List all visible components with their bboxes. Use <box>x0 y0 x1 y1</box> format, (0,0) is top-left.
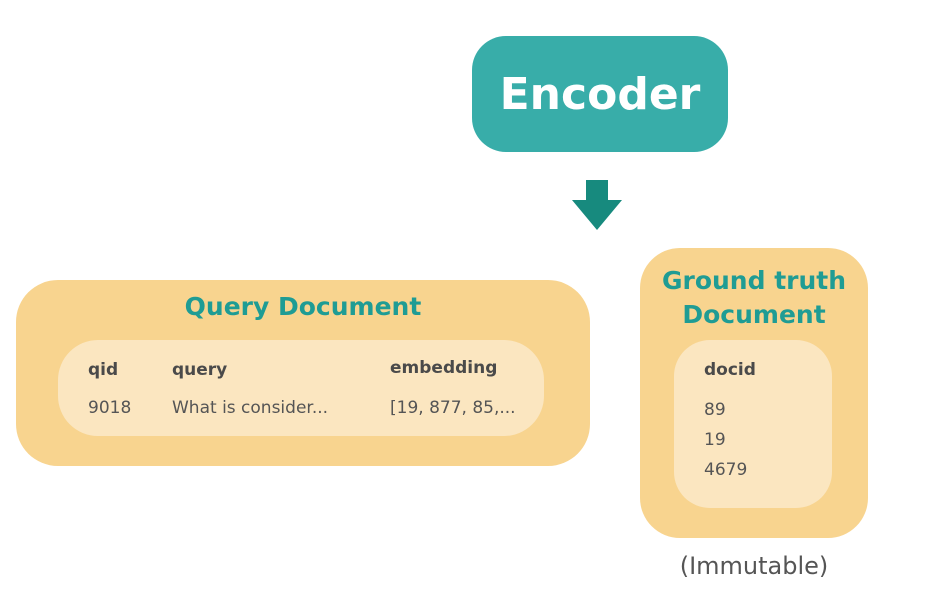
column-header-qid: qid <box>88 360 119 380</box>
cell-docid-1: 89 <box>704 400 726 420</box>
cell-docid-3: 4679 <box>704 460 748 480</box>
cell-docid-2: 19 <box>704 430 726 450</box>
cell-embedding: [19, 877, 85,... <box>390 398 516 418</box>
ground-truth-title-line2: Document <box>682 300 826 329</box>
query-document-title: Query Document <box>184 292 422 321</box>
down-arrow-icon <box>572 180 622 230</box>
encoder-label: Encoder <box>499 68 701 120</box>
ground-truth-title-line1: Ground truth <box>661 266 847 295</box>
ground-truth-document-box: Ground truth Document docid 89 19 4679 <box>640 248 868 538</box>
ground-truth-document-title: Ground truth Document <box>640 264 868 332</box>
query-document-box: Query Document qid query embedding 9018 … <box>16 280 590 466</box>
column-header-embedding: embedding <box>390 358 498 378</box>
immutable-caption: (Immutable) <box>679 552 829 580</box>
ground-truth-table: docid 89 19 4679 <box>674 340 832 508</box>
cell-query: What is consider... <box>172 398 329 418</box>
encoder-box: Encoder <box>472 36 728 152</box>
column-header-docid: docid <box>704 360 756 380</box>
column-header-query: query <box>172 360 228 380</box>
cell-qid: 9018 <box>88 398 132 418</box>
query-document-table: qid query embedding 9018 What is conside… <box>58 340 544 436</box>
